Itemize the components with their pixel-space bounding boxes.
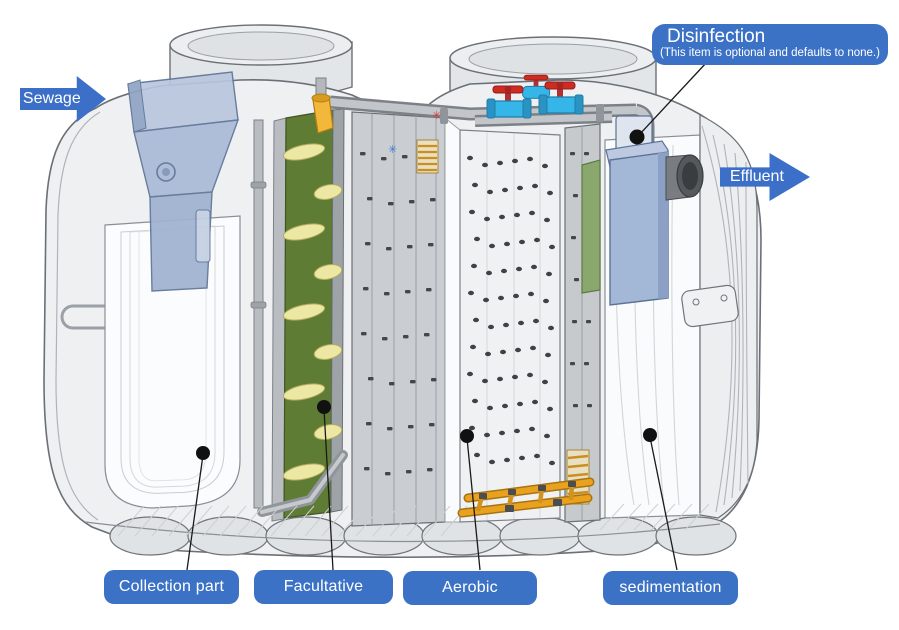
tank-base-ribs bbox=[109, 516, 737, 556]
aeration-pipe-grid bbox=[457, 477, 595, 518]
leader-dots bbox=[196, 129, 657, 460]
collection-chamber bbox=[104, 215, 241, 509]
valve-right bbox=[538, 81, 584, 115]
disinfection-callout: Disinfection (This item is optional and … bbox=[652, 24, 888, 65]
leader-lines bbox=[186, 61, 708, 571]
right-outer-wall bbox=[681, 114, 758, 519]
outlet-assembly bbox=[581, 115, 704, 306]
sewage-arrow-label: Sewage bbox=[22, 90, 81, 107]
label-sedimentation: sedimentation bbox=[603, 571, 738, 605]
cone-diffuser bbox=[311, 77, 334, 134]
label-collection-part: Collection part bbox=[104, 570, 239, 604]
baffle-panel-left bbox=[351, 111, 446, 527]
blue-mark: ✳ bbox=[388, 144, 397, 156]
cut-floor bbox=[117, 503, 710, 537]
red-mark: ✳ bbox=[432, 110, 441, 122]
downpipe-left bbox=[250, 119, 267, 509]
valve-left bbox=[486, 85, 532, 119]
facultative-panel bbox=[271, 108, 345, 522]
aerobic-media-wall bbox=[459, 129, 561, 523]
facultative-media-fins bbox=[282, 143, 343, 481]
mounting-flange bbox=[681, 284, 739, 328]
label-aerobic: Aerobic bbox=[403, 571, 537, 605]
inlet-basket bbox=[127, 71, 240, 292]
label-facultative: Facultative bbox=[254, 570, 393, 604]
disinfection-title: Disinfection bbox=[667, 26, 766, 47]
disinfection-subtitle: (This item is optional and defaults to n… bbox=[660, 47, 880, 59]
effluent-arrow-label: Effluent bbox=[729, 168, 784, 185]
vent-grille-top bbox=[416, 139, 439, 174]
